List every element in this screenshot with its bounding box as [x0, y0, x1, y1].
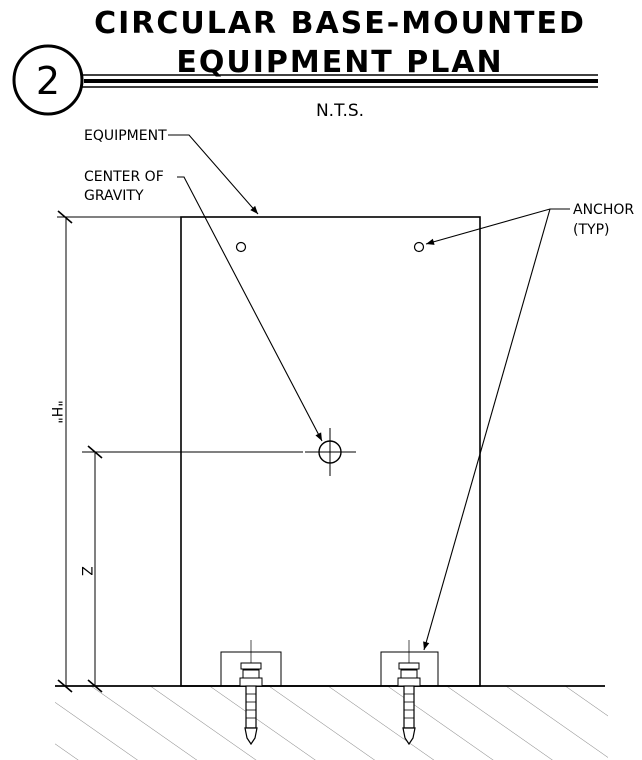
title-underline: [82, 74, 598, 88]
callout-equipment: EQUIPMENT: [84, 128, 167, 144]
height-dimension-label: "H": [48, 400, 64, 423]
detail-number-bubble: 2: [12, 44, 84, 116]
height-dimension: [57, 210, 181, 693]
equipment-outline: [180, 216, 481, 687]
center-of-gravity-symbol: [305, 428, 356, 476]
callout-cg-line-1: CENTER OF: [84, 169, 164, 185]
title-line-2: EQUIPMENT PLAN: [176, 45, 503, 80]
callout-cg-leader: [177, 176, 323, 442]
cg-height-dimension-label: Z: [78, 566, 94, 576]
anchor-detail-left: [220, 640, 282, 746]
title-line-1: CIRCULAR BASE-MOUNTED: [94, 6, 586, 41]
detail-number: 2: [36, 59, 60, 103]
scale-note: N.T.S.: [316, 101, 364, 121]
cg-height-dimension: [82, 445, 303, 693]
callout-anchor-line-1: ANCHOR: [573, 202, 634, 218]
ground-hatch: [55, 686, 608, 760]
anchor-hole-left: [235, 241, 247, 253]
anchor-hole-right: [413, 241, 425, 253]
anchor-detail-right: [380, 640, 439, 746]
callout-equipment-leader: [168, 134, 259, 215]
callout-cg-line-2: GRAVITY: [84, 188, 144, 204]
callout-anchor-line-2: (TYP): [573, 222, 609, 238]
callout-anchor-leader-to-bolt: [423, 208, 551, 651]
